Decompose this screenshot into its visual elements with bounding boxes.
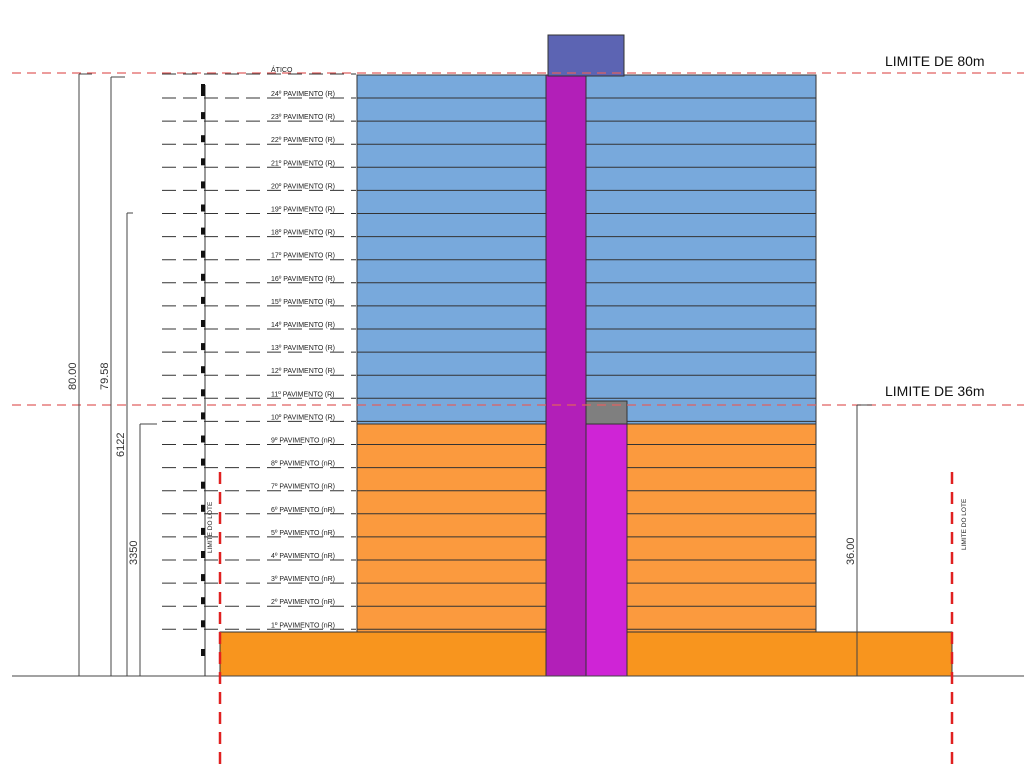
floor-label: ÁTICO: [271, 65, 293, 74]
floor-label: 19º PAVIMENTO (R): [271, 207, 335, 214]
elevation-tick: [201, 158, 205, 166]
elevation-tick: [201, 504, 205, 512]
elevation-tick: [201, 320, 205, 327]
floor-label: 10º PAVIMENTO (R): [271, 414, 335, 421]
floor-label: 22º PAVIMENTO (R): [271, 137, 335, 144]
dimension-7958: 79.58: [99, 76, 125, 676]
machine-room: [585, 400, 628, 425]
floor-label: 16º PAVIMENTO (R): [271, 276, 335, 283]
floor-label: 12º PAVIMENTO (R): [271, 368, 335, 375]
elevation-tick: [201, 296, 205, 304]
elevation-tick: [201, 343, 205, 351]
floor-label: 15º PAVIMENTO (R): [271, 299, 335, 306]
dimension-3350: 3350: [128, 423, 157, 676]
dimension-36-text: 36.00: [845, 537, 857, 565]
elevation-tick: [201, 250, 205, 258]
elevation-tick: [201, 574, 205, 582]
floor-label: 17º PAVIMENTO (R): [271, 253, 335, 260]
floor-label: 2º PAVIMENTO (nR): [271, 599, 335, 606]
limit-36m-label: LIMITE DE 36m: [885, 383, 985, 399]
attic-block: [547, 34, 625, 77]
dimension-7958-text: 79.58: [99, 362, 111, 390]
floor-label: 5º PAVIMENTO (nR): [271, 530, 335, 537]
core-shaft: [545, 74, 587, 677]
dimension-80-text: 80.00: [67, 362, 79, 390]
lot-label-right: LIMITE DO LOTE: [961, 498, 968, 550]
elevation-tick: [201, 204, 205, 212]
floor-label: 18º PAVIMENTO (R): [271, 230, 335, 237]
elevation-tick: [201, 273, 205, 281]
elevation-tick: [201, 89, 205, 96]
dimension-80: 80.00: [67, 73, 92, 676]
limit-80m-label: LIMITE DE 80m: [885, 53, 985, 69]
dimension-6122-text: 6122: [115, 433, 127, 457]
elevation-tick: [201, 181, 205, 189]
dimension-6122: 6122: [115, 212, 133, 676]
elevation-tick: [201, 458, 205, 466]
floor-label: 4º PAVIMENTO (nR): [271, 553, 335, 560]
floor-label: 3º PAVIMENTO (nR): [271, 576, 335, 583]
elevation-tick: [201, 620, 205, 628]
core-lower-shaft: [585, 423, 628, 677]
elevation-tick: [201, 389, 205, 397]
floor-label: 23º PAVIMENTO (R): [271, 114, 335, 121]
floor-label: 21º PAVIMENTO (R): [271, 160, 335, 167]
floor-label: 9º PAVIMENTO (nR): [271, 438, 335, 445]
floor-level-lines: [162, 73, 356, 630]
dimension-3350-text: 3350: [128, 541, 140, 565]
floor-label: 7º PAVIMENTO (nR): [271, 484, 335, 491]
floor-label: 20º PAVIMENTO (R): [271, 183, 335, 190]
elevation-tick: [201, 135, 205, 143]
dimension-36: 36.00: [845, 404, 872, 676]
elevation-tick: [201, 112, 205, 120]
elevation-tick: [201, 366, 205, 374]
floor-label: 6º PAVIMENTO (nR): [271, 507, 335, 514]
elevation-tick: [201, 435, 205, 443]
floor-label: 24º PAVIMENTO (R): [271, 91, 335, 98]
elevation-tick: [201, 649, 205, 656]
elevation-tick: [201, 597, 205, 605]
lot-label-left: LIMITE DO LOTE: [207, 501, 214, 553]
elevation-tick: [201, 551, 205, 558]
floor-label: 13º PAVIMENTO (R): [271, 345, 335, 352]
elevation-tick: [201, 527, 205, 535]
elevation-tick: [201, 481, 205, 489]
floor-label: 14º PAVIMENTO (R): [271, 322, 335, 329]
elevation-tick: [201, 84, 205, 91]
floor-label: 11º PAVIMENTO (R): [271, 391, 335, 398]
floor-labels: ÁTICO 24º PAVIMENTO (R) 23º PAVIMENTO (R) 2…: [271, 65, 335, 629]
elevation-tick: [201, 412, 205, 420]
elevation-ticks: [201, 84, 205, 656]
floor-label: 1º PAVIMENTO (nR): [271, 622, 335, 629]
floor-label: 8º PAVIMENTO (nR): [271, 461, 335, 468]
elevation-tick: [201, 227, 205, 235]
